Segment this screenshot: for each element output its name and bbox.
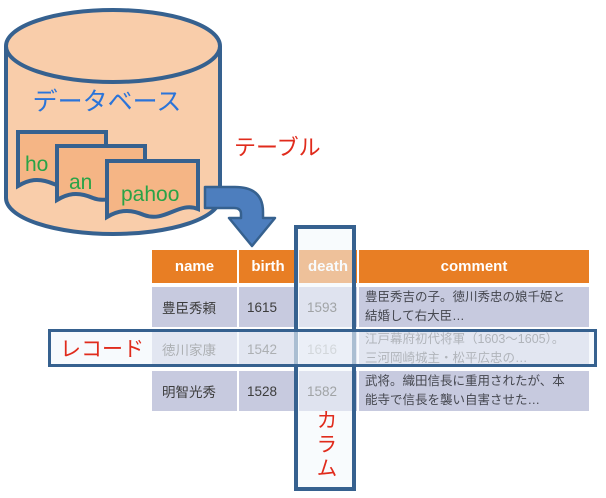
document-label-3: pahoo [121,183,179,206]
document-shape-3: pahoo [105,159,200,221]
cell-birth: 1615 [239,287,297,327]
document-label-1: ho [25,153,48,176]
cell-name: 明智光秀 [152,371,237,411]
record-annotation-label: レコード [60,338,144,361]
cell-name: 豊臣秀頼 [152,287,237,327]
table-annotation-label: テーブル [234,135,321,160]
record-highlight-box: レコード [48,329,597,367]
column-header-birth: birth [239,250,297,283]
database-label: データベース [33,88,182,116]
column-header-name: name [152,250,237,283]
cell-comment: 武将。織田信長に重用されたが、本 能寺で信長を襲い自害させた… [359,371,589,411]
database-illustration: データベース ho an pahoo [4,8,222,236]
arrow-down-icon [203,185,277,248]
column-annotation-label: カラム [314,409,337,481]
column-header-comment: comment [359,250,589,283]
cell-comment: 豊臣秀吉の子。徳川秀忠の娘千姫と 結婚して右大臣… [359,287,589,327]
document-label-2: an [69,171,92,194]
cell-birth: 1528 [239,371,297,411]
